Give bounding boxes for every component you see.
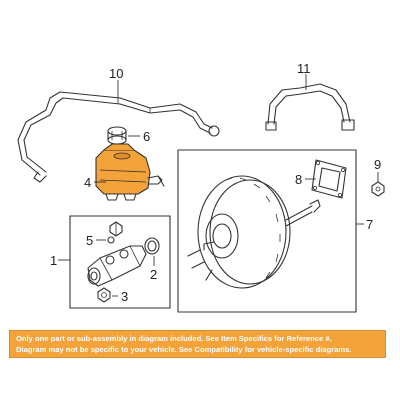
brake-booster-group-box [177,149,357,313]
gasket-part-8 [311,159,347,199]
nut-part-3 [97,287,111,303]
reservoir-cap-part-6 [107,126,127,145]
clip-part-9 [371,181,385,197]
master-cylinder-group-box [69,215,171,309]
callout-1: 1 [50,253,57,268]
callout-5: 5 [86,233,93,248]
callout-10: 10 [109,66,123,81]
vacuum-hose-part-11 [265,83,355,131]
seal-part-2 [144,237,160,255]
notice-line-2: Diagram may not be specific to your vehi… [16,344,352,354]
callout-3: 3 [121,289,128,304]
callout-4: 4 [84,175,91,190]
callout-9: 9 [374,157,381,172]
compatibility-notice: Only one part or sub-assembly in diagram… [9,330,386,358]
callout-2: 2 [150,267,157,282]
callout-6: 6 [143,129,150,144]
master-cylinder-part-1 [87,245,147,287]
vacuum-hose-part-10 [17,91,220,183]
brake-booster-part-7 [187,175,321,289]
callout-7: 7 [366,217,373,232]
callout-11: 11 [297,61,311,76]
callout-8: 8 [295,172,302,187]
bolt-part-5 [109,221,123,237]
notice-line-1: Only one part or sub-assembly in diagram… [16,334,332,343]
brake-fluid-reservoir-part-4 [95,143,165,201]
